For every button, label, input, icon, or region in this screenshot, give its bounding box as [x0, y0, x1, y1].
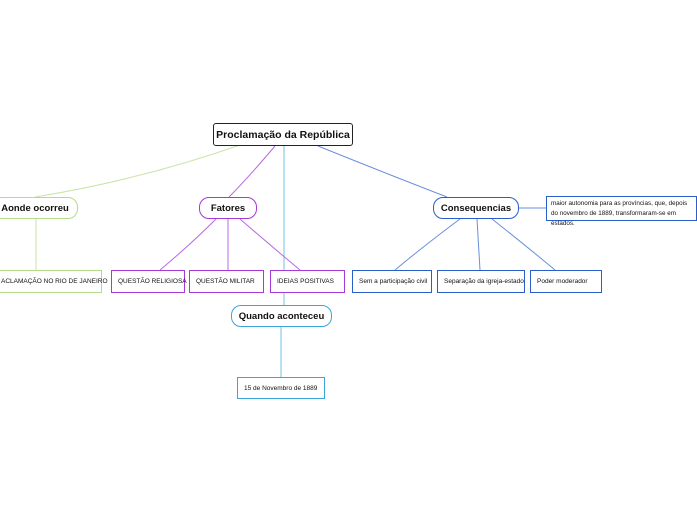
- leaf-poder-moderador[interactable]: Poder moderador: [530, 270, 602, 293]
- leaf-date[interactable]: 15 de Novembro de 1889: [237, 377, 325, 399]
- root-topic[interactable]: Proclamação da República: [213, 123, 353, 146]
- leaf-sem-participacao-civil[interactable]: Sem a participação civil: [352, 270, 432, 293]
- link-root-consequences: [317, 145, 448, 198]
- branch-when-label: Quando aconteceu: [238, 310, 325, 322]
- leaf-questao-militar-label: QUESTÃO MILITAR: [196, 278, 255, 285]
- link-root-factors: [228, 145, 276, 198]
- link-cons-leaf3: [491, 218, 556, 271]
- branch-when[interactable]: Quando aconteceu: [231, 305, 332, 327]
- root-topic-label: Proclamação da República: [216, 128, 350, 141]
- leaf-autonomia-provincias-label: maior autonomia para as províncias, que,…: [551, 200, 688, 227]
- branch-consequences[interactable]: Consequencias: [433, 197, 519, 219]
- link-root-where: [34, 144, 241, 198]
- leaf-questao-militar[interactable]: QUESTÃO MILITAR: [189, 270, 264, 293]
- leaf-aclamacao-label: ACLAMAÇÃO NO RIO DE JANEIRO: [1, 278, 108, 285]
- leaf-autonomia-provincias[interactable]: maior autonomia para as províncias, que,…: [546, 196, 697, 227]
- leaf-questao-religiosa-label: QUESTÃO RELIGIOSA: [118, 278, 187, 285]
- leaf-sem-participacao-civil-label: Sem a participação civil: [359, 278, 428, 285]
- leaf-poder-moderador-label: Poder moderador: [537, 278, 588, 285]
- leaf-ideias-positivas[interactable]: IDEIAS POSITIVAS: [270, 270, 345, 293]
- leaf-aclamacao[interactable]: ACLAMAÇÃO NO RIO DE JANEIRO: [0, 270, 108, 293]
- branch-where[interactable]: Aonde ocorreu: [0, 197, 78, 219]
- branch-consequences-label: Consequencias: [440, 202, 512, 214]
- link-factors-leaf1: [159, 218, 217, 271]
- branch-factors-label: Fatores: [210, 202, 246, 214]
- leaf-questao-religiosa[interactable]: QUESTÃO RELIGIOSA: [111, 270, 187, 293]
- leaf-date-label: 15 de Novembro de 1889: [244, 384, 318, 392]
- leaf-ideias-positivas-label: IDEIAS POSITIVAS: [277, 278, 334, 285]
- link-factors-leaf3: [239, 218, 301, 271]
- branch-where-label: Aonde ocorreu: [1, 202, 69, 214]
- branch-factors[interactable]: Fatores: [199, 197, 257, 219]
- link-cons-leaf2: [476, 218, 481, 271]
- leaf-separacao-igreja-estado-label: Separação da igreja-estado: [444, 278, 524, 285]
- link-cons-leaf1: [394, 218, 461, 271]
- leaf-separacao-igreja-estado[interactable]: Separação da igreja-estado: [437, 270, 525, 293]
